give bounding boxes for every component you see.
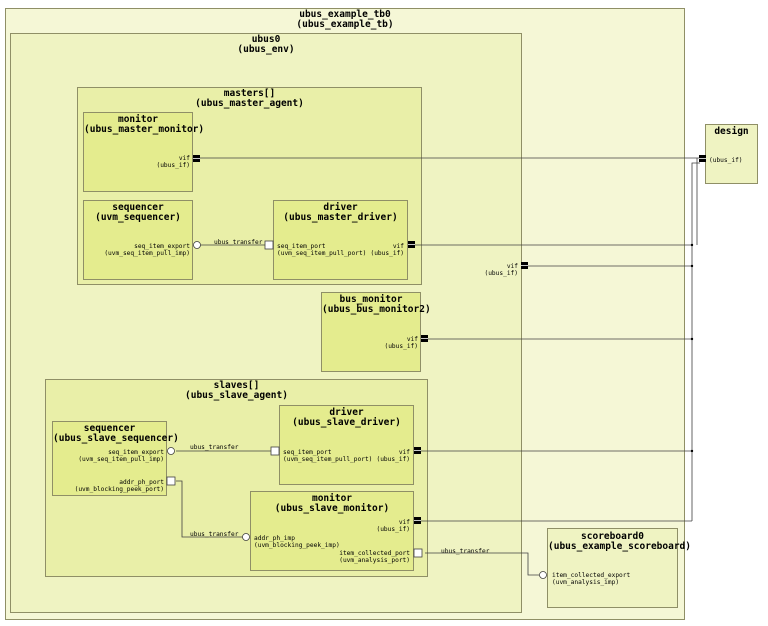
tb-name: ubus_example_tb0 <box>299 9 391 20</box>
master-sequencer-box: sequencer (uvm_sequencer) seq_item_expor… <box>83 200 193 280</box>
slave-monitor-vif-type: (ubus_if) <box>376 526 410 533</box>
master-driver-in-port-label: seq_item_port <box>277 243 326 250</box>
slave-driver-in-port-label: seq_item_port <box>283 449 332 456</box>
scoreboard-name: scoreboard0 <box>581 531 644 542</box>
master-driver-box: driver (ubus_master_driver) seq_item_por… <box>273 200 408 280</box>
slave-driver-in-port-type: (uvm_seq_item_pull_port) <box>283 456 373 463</box>
slave-monitor-box: monitor (ubus_slave_monitor) vif (ubus_i… <box>250 491 414 571</box>
slave-link2-label: ubus_transfer <box>190 531 239 538</box>
junction-dot-3 <box>690 337 694 341</box>
junction-dot-2 <box>690 264 694 268</box>
design-port-type: (ubus_if) <box>709 157 743 164</box>
slave-sequencer-name: sequencer <box>83 423 136 434</box>
slaves-name: slaves[] <box>213 380 260 391</box>
master-sequencer-name: sequencer <box>112 202 164 213</box>
master-driver-vif-type: (ubus_if) <box>370 250 404 257</box>
scoreboard-port-type: (uvm_analysis_imp) <box>552 579 620 586</box>
scoreboard-box: scoreboard0 (ubus_example_scoreboard) it… <box>547 528 691 608</box>
master-driver-name: driver <box>323 202 358 213</box>
master-monitor-vif-label: vif <box>178 155 190 162</box>
slave-sequencer-port1-label: seq_item_export <box>108 449 164 456</box>
junction-dot-1 <box>690 243 694 247</box>
env-vif-label: vif <box>506 263 518 270</box>
tb-type: (ubus_example_tb) <box>296 19 394 30</box>
design-box: design (ubus_if) <box>705 124 758 184</box>
master-monitor-name: monitor <box>117 114 159 125</box>
slave-sequencer-box: sequencer (ubus_slave_sequencer) seq_ite… <box>52 421 179 496</box>
scoreboard-port-label: item_collected_export <box>552 572 631 579</box>
bus-monitor-vif-label: vif <box>406 336 418 343</box>
slave-monitor-in-port-label: addr_ph_imp <box>254 535 295 542</box>
master-driver-vif-label: vif <box>392 243 404 250</box>
env-vif-type: (ubus_if) <box>484 270 518 277</box>
scoreboard-link-label: ubus_transfer <box>441 548 490 555</box>
slave-sequencer-port2-label: addr_ph_port <box>119 479 164 486</box>
design-name: design <box>714 126 749 137</box>
slave-sequencer-type: (ubus_slave_sequencer) <box>53 433 179 444</box>
slave-driver-type: (ubus_slave_driver) <box>292 417 401 428</box>
bus-monitor-name: bus_monitor <box>339 294 403 305</box>
wire-design-bus-a <box>691 162 700 521</box>
slave-monitor-type: (ubus_slave_monitor) <box>274 503 390 514</box>
slave-driver-vif-label: vif <box>398 449 410 456</box>
slave-driver-vif-type: (ubus_if) <box>376 456 410 463</box>
slave-driver-box: driver (ubus_slave_driver) seq_item_port… <box>279 405 414 485</box>
junction-dot-4 <box>690 449 694 453</box>
env-type: (ubus_env) <box>237 44 295 55</box>
scoreboard-type: (ubus_example_scoreboard) <box>548 541 691 552</box>
masters-type: (ubus_master_agent) <box>195 98 304 109</box>
slave-link1-label: ubus_transfer <box>190 444 239 451</box>
slaves-type: (ubus_slave_agent) <box>185 390 288 401</box>
slave-monitor-out-port-type: (uvm_analysis_port) <box>339 557 410 564</box>
master-monitor-vif-type: (ubus_if) <box>156 162 190 169</box>
master-monitor-box: monitor (ubus_master_monitor) vif (ubus_… <box>83 112 205 192</box>
bus-monitor-box: bus_monitor (ubus_bus_monitor2) vif (ubu… <box>321 292 431 372</box>
slave-monitor-in-port-type: (uvm_blocking_peek_imp) <box>254 542 340 549</box>
master-driver-type: (ubus_master_driver) <box>283 212 398 223</box>
master-sequencer-port-type: (uvm_seq_item_pull_imp) <box>104 250 190 257</box>
bus-monitor-type: (ubus_bus_monitor2) <box>322 304 431 315</box>
slave-sequencer-port1-type: (uvm_seq_item_pull_imp) <box>78 456 164 463</box>
master-driver-in-port-type: (uvm_seq_item_pull_port) <box>277 250 367 257</box>
slave-monitor-name: monitor <box>311 493 353 504</box>
bus-monitor-vif-type: (ubus_if) <box>384 343 418 350</box>
slave-sequencer-port2-type: (uvm_blocking_peek_port) <box>74 486 164 493</box>
slave-monitor-out-port-label: item_collected_port <box>339 550 410 557</box>
slave-monitor-vif-label: vif <box>398 519 410 526</box>
slave-driver-name: driver <box>329 407 364 418</box>
env-name: ubus0 <box>251 34 281 45</box>
master-monitor-type: (ubus_master_monitor) <box>84 124 205 135</box>
master-sequencer-type: (uvm_sequencer) <box>95 212 181 223</box>
master-sequencer-port-label: seq_item_export <box>134 243 190 250</box>
master-link-label: ubus_transfer <box>214 239 263 246</box>
masters-name: masters[] <box>223 88 276 99</box>
